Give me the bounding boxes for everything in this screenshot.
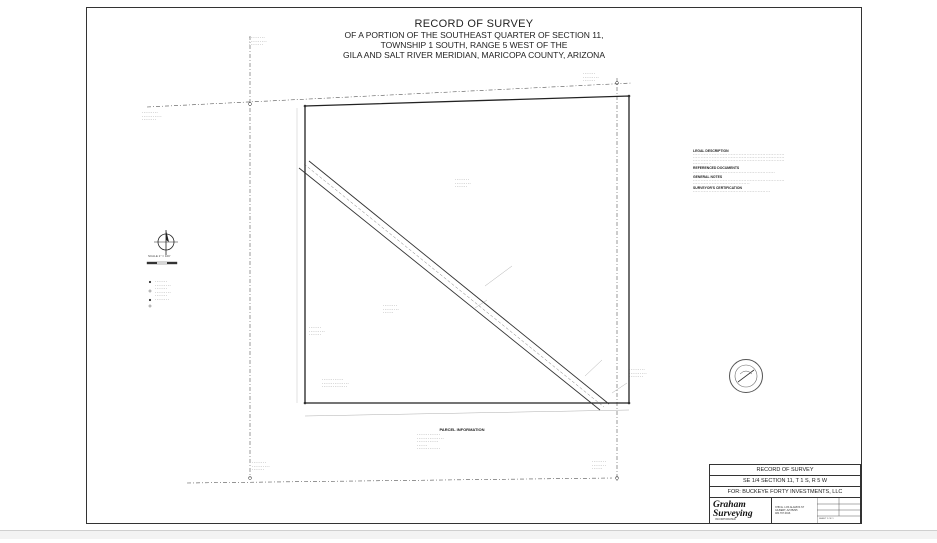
- address-line2: GILBERT, AZ 85295: [775, 509, 798, 513]
- title-line3: GILA AND SALT RIVER MERIDIAN, MARICOPA C…: [343, 50, 605, 60]
- title-line2: TOWNSHIP 1 SOUTH, RANGE 5 WEST OF THE: [380, 40, 568, 50]
- notes-column: LEGAL DESCRIPTION - - - - - - - - - - - …: [693, 149, 785, 194]
- south-section-line: [186, 477, 613, 484]
- title-block-client: FOR: BUCKEYE FORTY INVESTMENTS, LLC: [710, 487, 860, 498]
- easement-line-1: [298, 167, 601, 411]
- survey-drawing: [146, 36, 633, 484]
- title-main: RECORD OF SURVEY: [414, 18, 534, 30]
- easement-line-2: [308, 160, 610, 405]
- legal-description-heading: LEGAL DESCRIPTION: [693, 149, 729, 153]
- north-arrow-icon: [154, 230, 178, 255]
- address-line3: 480.797.0916: [775, 512, 791, 516]
- address-line1: 3780 E. LOS ALAMOS ST: [775, 506, 805, 509]
- scale-bar: [146, 261, 178, 265]
- surveyor-certification-heading: SURVEYOR'S CERTIFICATION: [693, 185, 742, 190]
- title-line1: OF A PORTION OF THE SOUTHEAST QUARTER OF…: [344, 30, 604, 40]
- survey-sheet: RECORD OF SURVEY OF A PORTION OF THE SOU…: [86, 7, 862, 524]
- parcel-info: PARCEL INFORMATION - - - - - - - - - - -…: [407, 427, 517, 450]
- title-block: RECORD OF SURVEY SE 1/4 SECTION 11, T 1 …: [709, 464, 862, 524]
- general-notes-heading: GENERAL NOTES: [693, 174, 723, 179]
- surveyor-seal-icon: [729, 359, 763, 393]
- company-address: 3780 E. LOS ALAMOS ST GILBERT, AZ 85295 …: [775, 506, 804, 516]
- logo-sub: INCORPORATED: [715, 518, 736, 521]
- sheet-number: SHEET 1 OF 1: [819, 518, 834, 520]
- title-block-section: SE 1/4 SECTION 11, T 1 S, R 5 W: [710, 476, 860, 487]
- logo-line1: Graham: [713, 500, 746, 510]
- title-block-grid: SHEET 1 OF 1: [817, 498, 862, 524]
- property-boundary: [304, 95, 630, 404]
- page-bottom-rule: [0, 530, 937, 539]
- easement-centerline: [303, 163, 605, 408]
- logo-line2: Surveying: [713, 508, 753, 519]
- referenced-documents-heading: REFERENCED DOCUMENTS: [693, 166, 740, 171]
- survey-title: RECORD OF SURVEY OF A PORTION OF THE SOU…: [87, 18, 861, 60]
- scale-label: SCALE 1" = 100': [148, 254, 171, 258]
- title-block-header: RECORD OF SURVEY: [710, 465, 860, 476]
- parcel-info-heading: PARCEL INFORMATION: [439, 427, 485, 432]
